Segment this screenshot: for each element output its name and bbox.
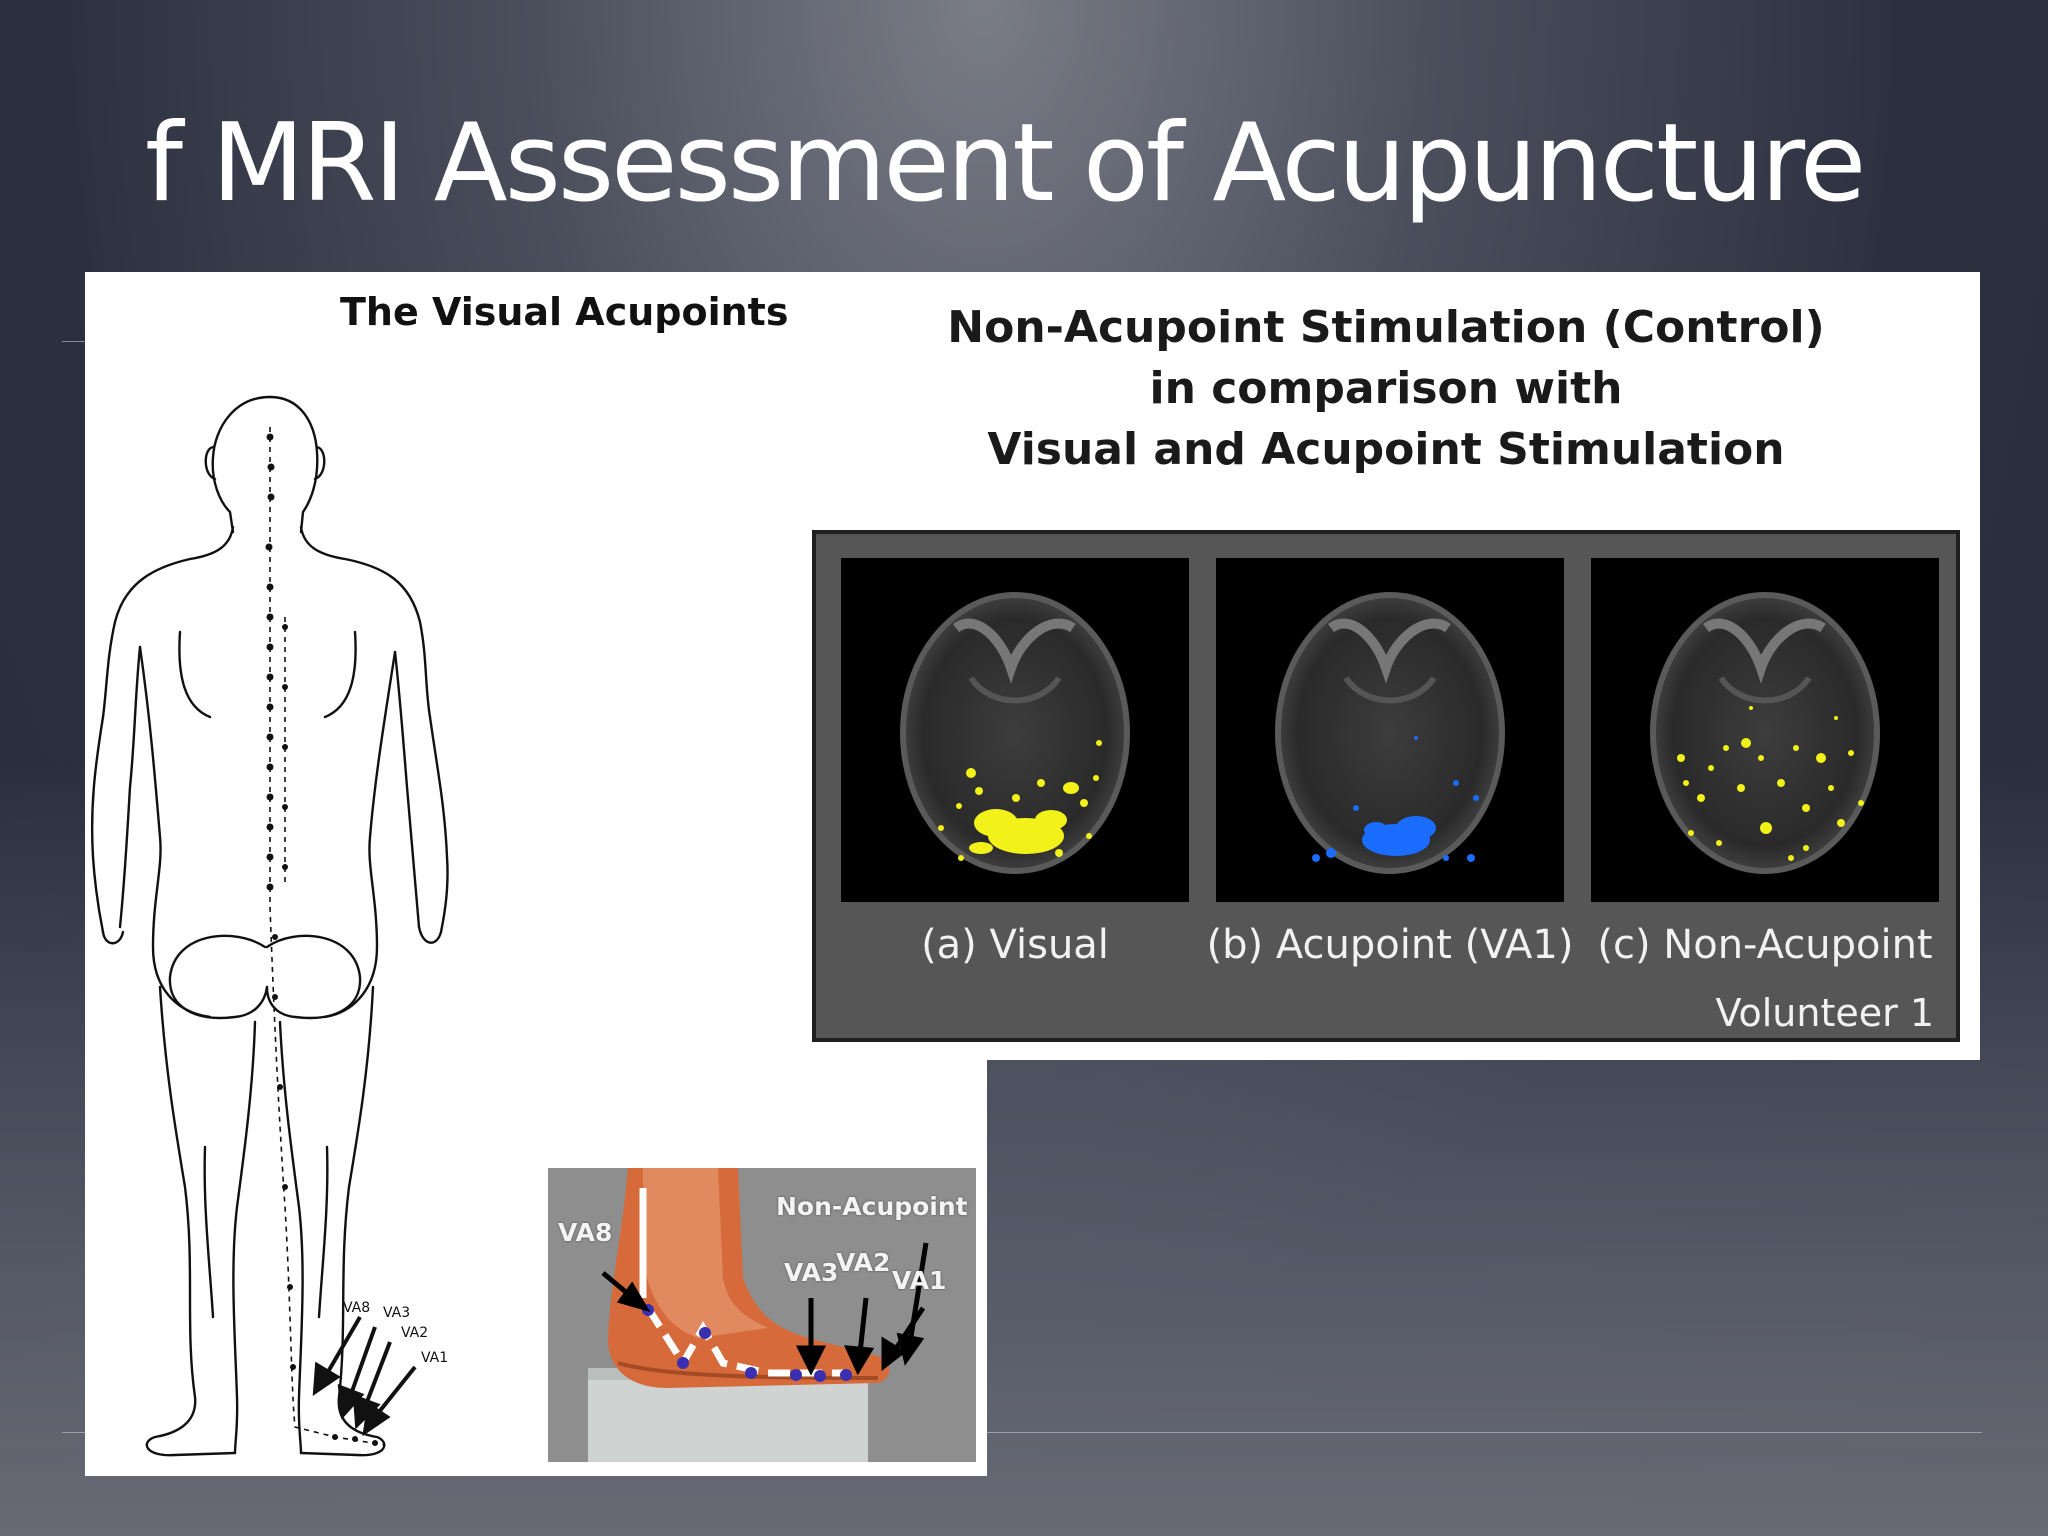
- body-label-va2: VA2: [401, 1325, 428, 1341]
- mri-scan-acupoint-va1: [1216, 558, 1564, 902]
- scan-caption-acupoint: (b) Acupoint (VA1): [1206, 922, 1574, 968]
- body-label-va3: VA3: [383, 1305, 410, 1321]
- foot-label-non-acupoint: Non-Acupoint: [776, 1192, 968, 1221]
- mri-scan-panel: (a) Visual (b) Acupoint (VA1) (c) Non-Ac…: [812, 530, 1960, 1042]
- slide-title: f MRI Assessment of Acupuncture: [145, 101, 1866, 226]
- visual-acupoints-heading: The Visual Acupoints: [340, 290, 789, 334]
- body-acupoint-diagram: VA8 VA3 VA2 VA1: [90, 395, 449, 1457]
- foot-label-va1: VA1: [892, 1266, 947, 1295]
- title-divider-line: [62, 341, 92, 342]
- comparison-heading: Non-Acupoint Stimulation (Control) in co…: [792, 297, 1980, 480]
- body-label-va1: VA1: [421, 1350, 448, 1366]
- mri-scan-non-acupoint: [1591, 558, 1939, 902]
- comparison-heading-line-1: Non-Acupoint Stimulation (Control): [947, 302, 1825, 353]
- foot-label-va8: VA8: [558, 1218, 613, 1247]
- comparison-heading-line-3: Visual and Acupoint Stimulation: [987, 424, 1785, 475]
- comparison-heading-line-2: in comparison with: [1149, 363, 1623, 414]
- mri-scan-visual: [841, 558, 1189, 902]
- scan-caption-non-acupoint: (c) Non-Acupoint: [1597, 922, 1933, 968]
- foot-label-va3: VA3: [784, 1258, 839, 1287]
- volunteer-label: Volunteer 1: [1715, 991, 1934, 1035]
- foot-photo-illustration: [548, 1168, 976, 1462]
- fmri-comparison-figure: Non-Acupoint Stimulation (Control) in co…: [792, 272, 1980, 1060]
- foot-acupoint-photo: Non-Acupoint VA8 VA3 VA2 VA1: [548, 1168, 976, 1462]
- body-label-va8: VA8: [343, 1300, 370, 1316]
- footer-divider-line: [62, 1432, 1982, 1433]
- foot-label-va2: VA2: [836, 1248, 891, 1277]
- scan-caption-visual: (a) Visual: [921, 922, 1109, 968]
